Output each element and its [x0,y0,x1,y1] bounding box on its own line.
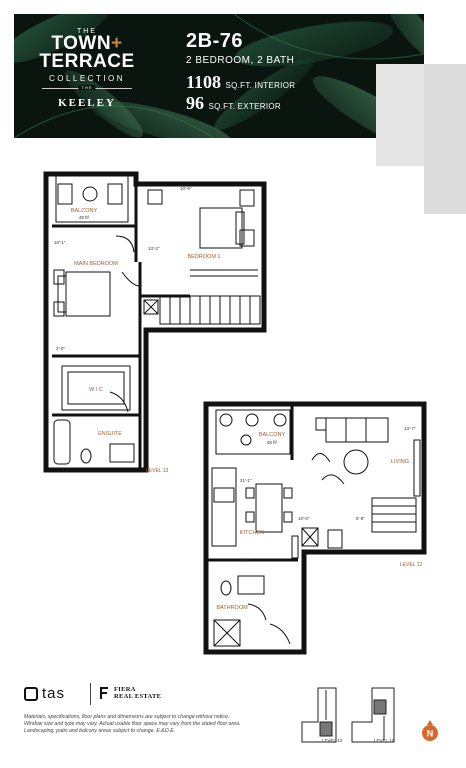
exterior-value: 96 [186,93,204,113]
label-ensuite: ENSUITE [98,431,122,437]
label-level-13: LEVEL 13 [146,468,169,474]
dim-kitchen: 21'-1" [240,478,252,483]
lower-stairs-icon [371,497,417,533]
fiera-line-1: FIERA [114,686,136,693]
key-label-level-12: LEVEL 12 [374,738,395,743]
bathtub-icon [53,419,71,465]
dim-b: 5'-8" [356,516,365,521]
exterior-label: SQ.FT. EXTERIOR [208,102,281,111]
decor-grey-block-front [376,64,424,166]
coffee-table-icon [343,449,369,475]
key-plan-level-12 [351,687,395,743]
unit-info: 2B-76 2 BEDROOM, 2 BATH 1108 SQ.FT. INTE… [186,30,295,114]
area-balcony-upper: 48 ft² [79,215,90,220]
lower-outer-walls [203,401,427,655]
compass-letter: N [427,729,434,739]
interior-value: 1108 [186,72,222,92]
bed-icon [199,207,243,249]
dim-small: 2'-0" [56,346,65,351]
label-wic: W I C [89,387,103,393]
decor-grey-block-back [424,64,466,214]
lower-vanity-icon [237,575,265,595]
logo-plus: + [111,33,123,54]
key-label-level-13: LEVEL 13 [322,738,343,743]
dining-table-icon [255,483,283,533]
label-balcony-upper: BALCONY [71,208,98,214]
logo-rule: THE [42,85,132,97]
logo-terrace: TERRACE [39,51,135,72]
logo-keeley: KEELEY [58,97,116,109]
balcony-table-icon [82,186,98,202]
label-main-bedroom: MAIN BEDROOM [74,261,118,267]
key-plan-level-13 [301,687,337,743]
tas-logo: tas [24,685,65,702]
chair-icon [147,189,163,205]
upper-stairs-icon [159,295,261,325]
sofa-icon [325,417,389,443]
disclaimer-text: Materials, specifications, floor plans a… [24,714,241,734]
interior-label: SQ.FT. INTERIOR [225,81,296,90]
balcony-chair-icon [57,183,73,205]
toilet-icon [80,448,92,464]
tas-text: tas [42,685,66,702]
logo-town-text: TOWN [51,33,112,54]
dim-main-bedroom: 10'-1" [54,240,66,245]
dim-living: 13'-7" [404,426,416,431]
unit-type: 2 BEDROOM, 2 BATH [186,55,295,66]
upper-floor-plan [43,171,267,473]
area-balcony-lower: 48 ft² [267,440,278,445]
logo-small-the: THE [78,85,96,90]
upper-balcony-outline [55,175,129,223]
interior-area: 1108 SQ.FT. INTERIOR [186,72,295,93]
town-terrace-logo: THE TOWN+ TERRACE COLLECTION THE KEELEY [32,28,142,109]
logo-the: THE [77,28,97,35]
upper-outer-walls [43,171,267,473]
label-kitchen: KITCHEN [240,530,264,536]
unit-code: 2B-76 [186,30,243,52]
dim-bedroom-1-top: 10'-0" [180,186,192,191]
label-level-12: LEVEL 12 [400,562,423,568]
lower-floor-plan [203,401,427,655]
shower-icon [213,619,241,647]
vanity-icon [109,443,135,463]
label-living: LIVING [391,459,409,465]
fiera-line-2: REAL ESTATE [114,693,162,700]
kitchen-counter-icon [211,467,237,547]
fiera-logo: FIERA REAL ESTATE [98,685,161,701]
compass-north-icon: N [422,720,438,741]
label-bathroom: BATHROOM [216,605,248,611]
main-bed-icon [65,271,111,317]
logo-town: TOWN+ [32,33,142,54]
label-bedroom-1: BEDROOM 1 [187,254,220,260]
fiera-mark-icon [100,687,108,699]
dim-kitchen-2: 7'-4" [240,558,249,563]
exterior-area: 96 SQ.FT. EXTERIOR [186,93,295,114]
lower-toilet-icon [220,580,232,596]
tas-square-icon [24,686,38,701]
logo-collection: COLLECTION [48,74,126,83]
header-banner: THE TOWN+ TERRACE COLLECTION THE KEELEY … [14,14,424,138]
dim-bedroom-1: 13'-2" [148,246,160,251]
label-balcony-lower: BALCONY [259,432,286,438]
dim-a: 10'-0" [298,516,310,521]
logo-divider [90,683,91,705]
balcony-chair-icon [107,183,123,205]
